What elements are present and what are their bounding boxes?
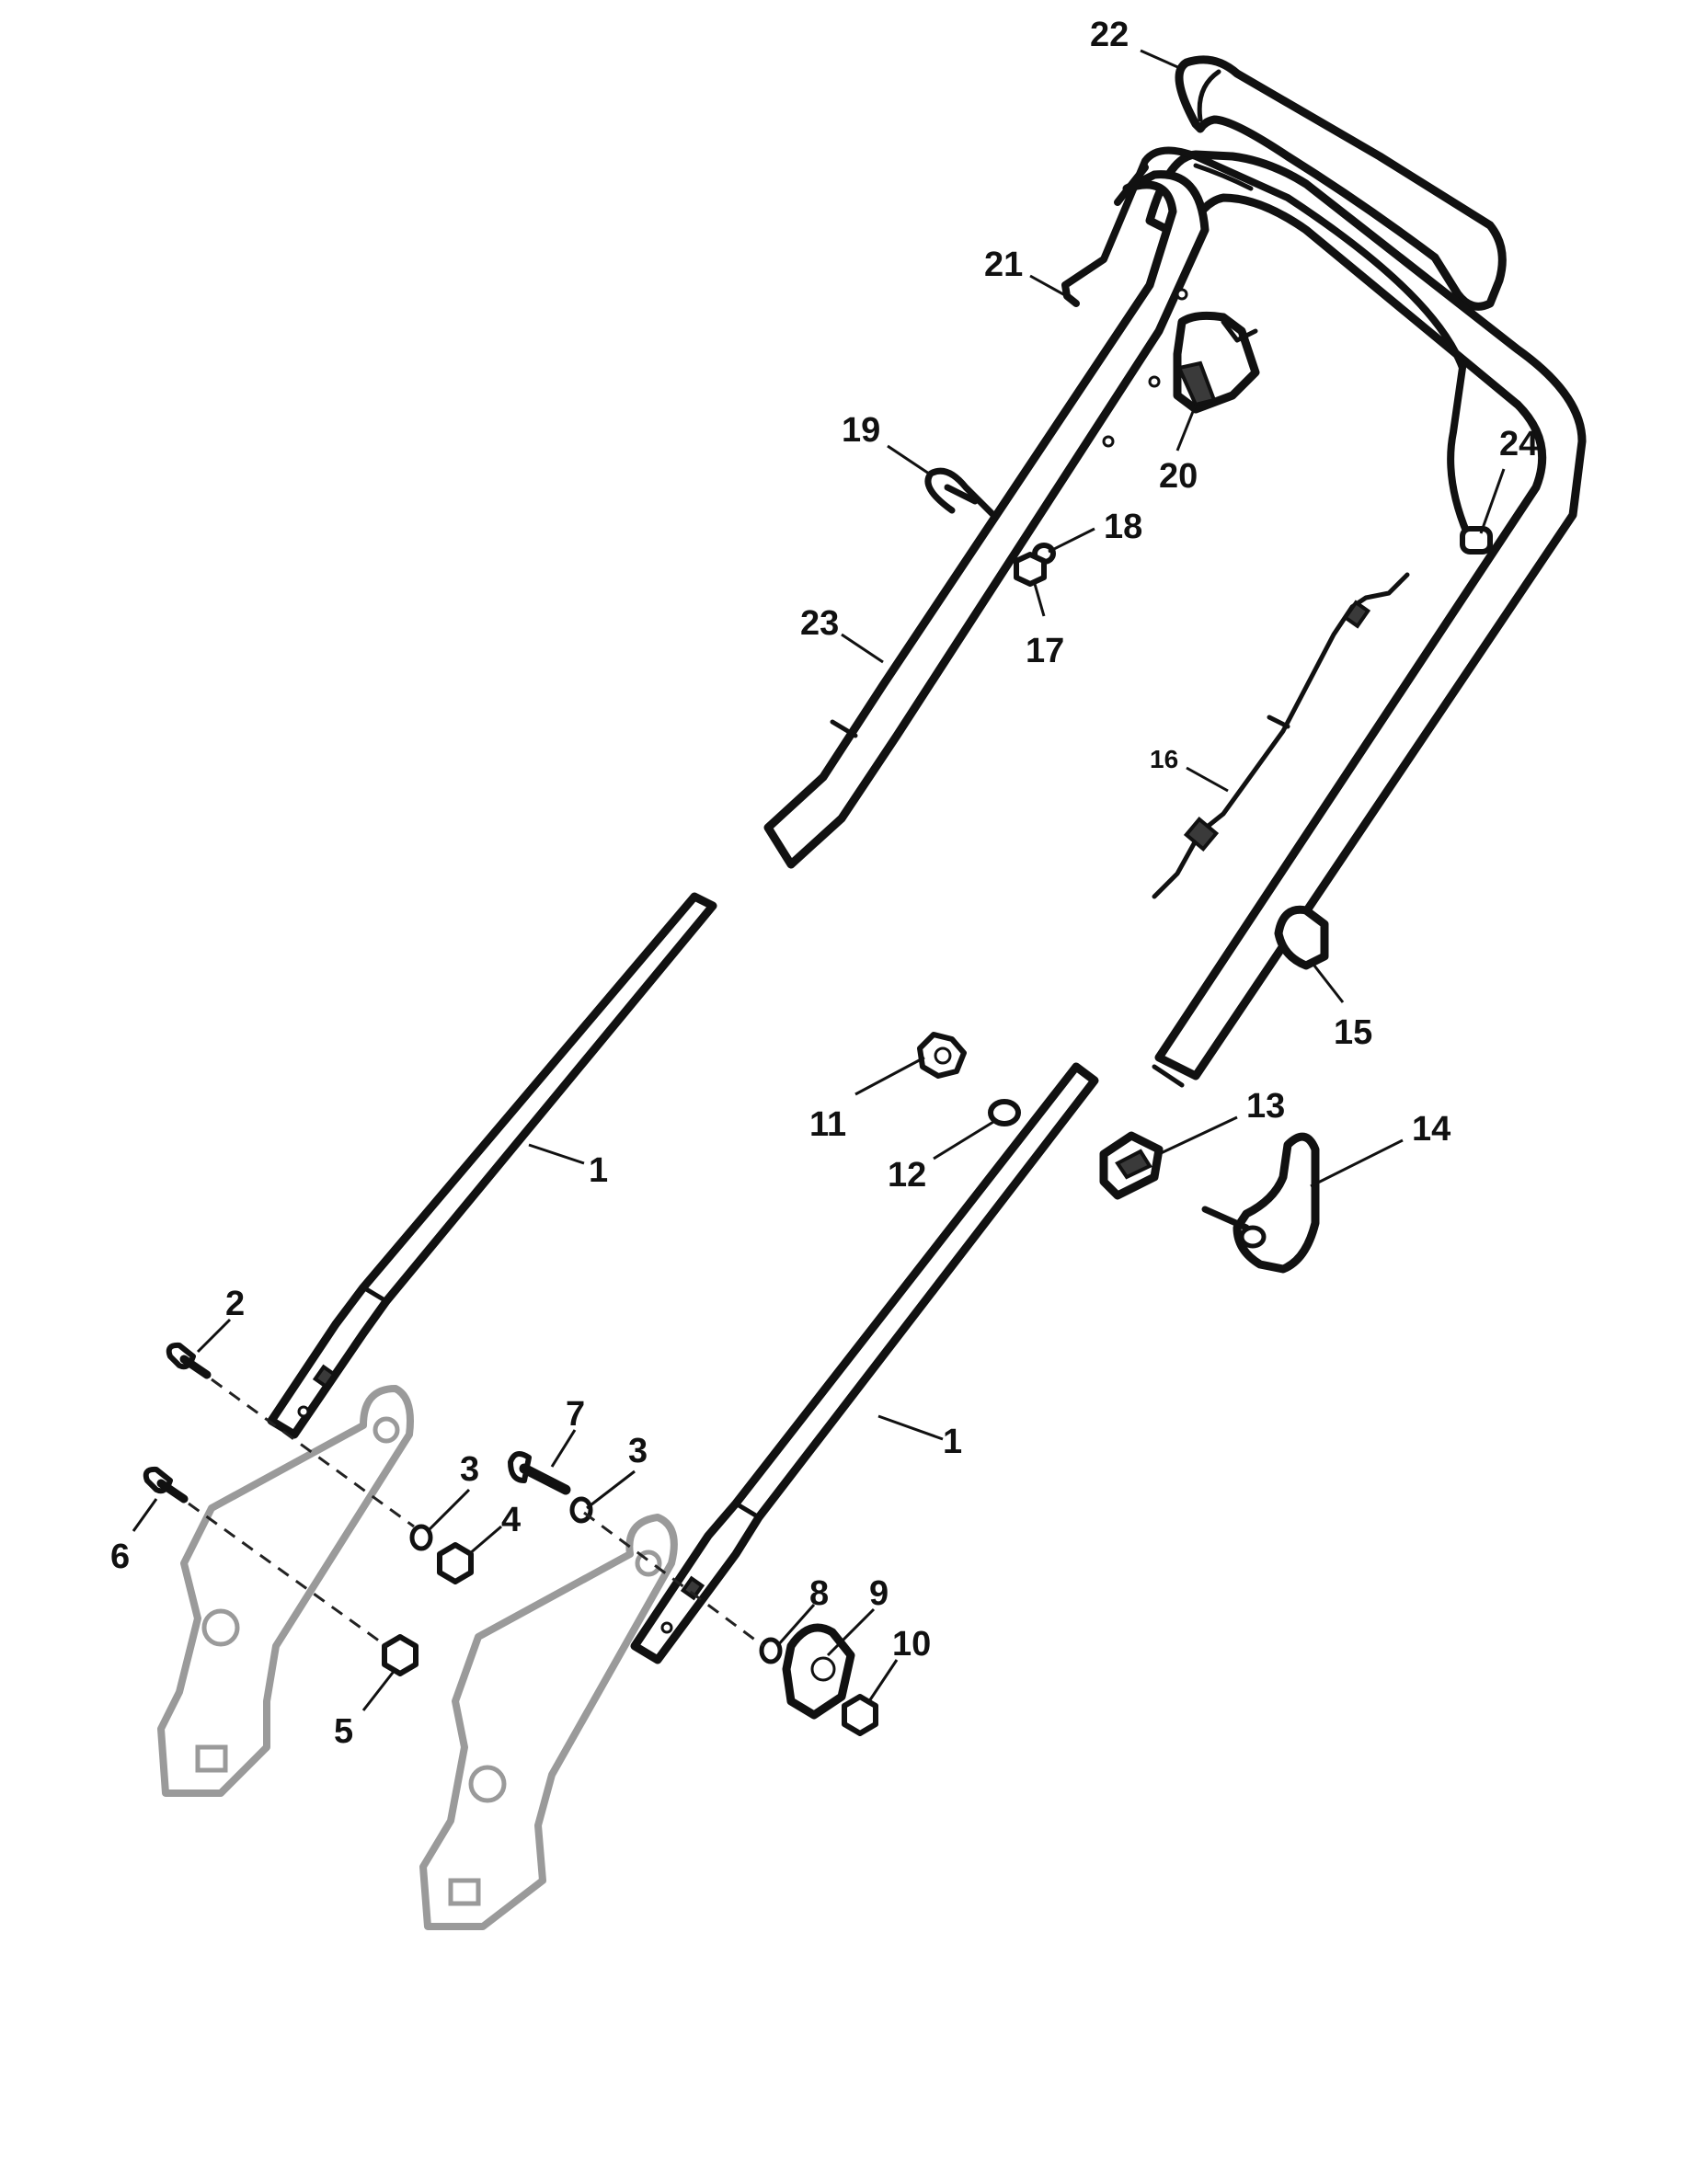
part-4-nut[interactable] xyxy=(437,1542,474,1584)
callout-10: 10 xyxy=(892,1625,931,1664)
part-19-hook-bolt[interactable] xyxy=(924,467,997,519)
part-11-star-knob[interactable] xyxy=(917,1032,967,1079)
callout-8: 8 xyxy=(809,1574,829,1613)
part-17-nut[interactable] xyxy=(1014,552,1047,587)
callout-6: 6 xyxy=(110,1538,130,1576)
callout-19: 19 xyxy=(842,411,880,450)
callout-7: 7 xyxy=(566,1395,585,1434)
part-13-cable-clamp[interactable] xyxy=(1099,1131,1164,1200)
callout-9: 9 xyxy=(869,1574,889,1613)
part-23-upper-left-tube[interactable] xyxy=(763,170,1210,869)
right-mounting-bracket xyxy=(419,1514,678,1930)
upper-handle-frame[interactable] xyxy=(1145,150,1587,1088)
callout-4: 4 xyxy=(501,1501,521,1539)
callout-2: 2 xyxy=(225,1285,245,1323)
callout-11: 11 xyxy=(809,1105,846,1144)
callout-labels: 22 21 19 20 24 18 17 23 16 15 11 12 13 1… xyxy=(110,16,1538,1751)
callout-17: 17 xyxy=(1026,632,1064,670)
callout-1-right: 1 xyxy=(943,1423,962,1461)
callout-20: 20 xyxy=(1159,457,1198,496)
callout-15: 15 xyxy=(1334,1013,1372,1052)
callout-21: 21 xyxy=(984,246,1023,284)
part-3-washer-left[interactable] xyxy=(409,1524,433,1551)
part-15-cable-clip[interactable] xyxy=(1274,905,1329,970)
callout-18: 18 xyxy=(1104,508,1142,546)
part-22-grip-cover[interactable] xyxy=(1175,55,1507,311)
part-21-bail-rod[interactable] xyxy=(1061,146,1471,537)
part-1-lower-left-tube[interactable] xyxy=(267,892,717,1439)
part-24-pivot-knob[interactable] xyxy=(1460,526,1493,555)
part-14-quick-release-lever[interactable] xyxy=(1201,1132,1320,1274)
callout-3-left: 3 xyxy=(460,1450,479,1489)
left-mounting-bracket xyxy=(157,1385,414,1797)
callout-23: 23 xyxy=(800,604,839,643)
part-7-bolt[interactable] xyxy=(508,1451,571,1495)
callout-22: 22 xyxy=(1090,16,1129,54)
part-3-washer-right[interactable] xyxy=(569,1496,593,1524)
callout-5: 5 xyxy=(334,1712,353,1751)
part-5-nut[interactable] xyxy=(382,1634,419,1676)
part-10-nut[interactable] xyxy=(842,1694,878,1736)
callout-12: 12 xyxy=(888,1156,926,1195)
part-8-washer[interactable] xyxy=(759,1637,783,1664)
callout-3-right: 3 xyxy=(628,1432,648,1470)
callout-24: 24 xyxy=(1499,425,1538,463)
part-16-control-cable[interactable] xyxy=(1152,572,1410,899)
part-1-lower-right-tube[interactable] xyxy=(630,1062,1099,1664)
assembly-lines xyxy=(188,1378,764,1648)
part-6-bolt[interactable] xyxy=(143,1466,189,1504)
leader-lines xyxy=(132,49,1506,1711)
part-12-spacer[interactable] xyxy=(988,1099,1021,1126)
part-20-control-housing[interactable] xyxy=(1173,311,1260,414)
callout-1-left: 1 xyxy=(589,1151,608,1190)
callout-16: 16 xyxy=(1150,745,1178,773)
callout-14: 14 xyxy=(1412,1110,1450,1149)
callout-13: 13 xyxy=(1246,1087,1285,1126)
part-2-bolt[interactable] xyxy=(166,1342,212,1379)
